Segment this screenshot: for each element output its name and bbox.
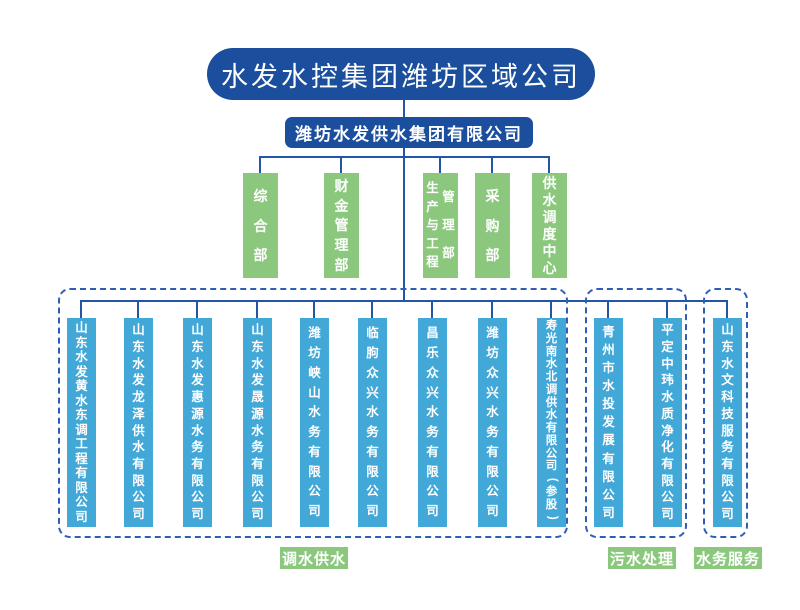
group-outline-water-supply (58, 288, 568, 538)
connector-line (666, 300, 668, 318)
company-box: 寿光南水北调供水有限公司(参股) (537, 318, 566, 527)
company-box: 山东水发惠源水务有限公司 (183, 318, 212, 527)
department-box-column: 管理部 (442, 190, 455, 261)
company-box: 临朐众兴水务有限公司 (358, 318, 387, 527)
connector-line (403, 148, 405, 301)
category-label-sewage-treatment: 污水处理 (608, 547, 677, 569)
connector-line (491, 300, 493, 318)
connector-line (491, 156, 493, 173)
company-box: 昌乐众兴水务有限公司 (418, 318, 447, 527)
department-box-finance: 财金管理部 (324, 173, 359, 278)
connector-line (403, 100, 405, 117)
connector-line (80, 300, 728, 302)
department-box-dispatch-center: 供水调度中心 (532, 173, 567, 278)
connector-line (340, 156, 342, 173)
company-box: 山东水文科技服务有限公司 (713, 318, 742, 527)
connector-line (431, 300, 433, 318)
connector-line (259, 156, 261, 173)
connector-line (550, 300, 552, 318)
connector-line (259, 156, 550, 158)
company-box: 青州市水投发展有限公司 (594, 318, 623, 527)
connector-line (607, 300, 609, 318)
company-box: 山东水发晟源水务有限公司 (243, 318, 272, 527)
category-label-water-services: 水务服务 (694, 547, 763, 569)
company-box: 潍坊众兴水务有限公司 (478, 318, 507, 527)
connector-line (371, 300, 373, 318)
category-label-water-supply: 调水供水 (280, 547, 349, 569)
connector-line (80, 300, 82, 318)
group-outline-sewage-treatment (585, 288, 687, 538)
department-box-general: 综合部 (243, 173, 278, 278)
connector-line (439, 156, 441, 173)
connector-line (548, 156, 550, 173)
connector-line (256, 300, 258, 318)
department-box-procurement: 采购部 (475, 173, 510, 278)
connector-line (313, 300, 315, 318)
connector-line (726, 300, 728, 318)
group-company-box: 潍坊水发供水集团有限公司 (285, 117, 533, 148)
company-box: 山东水发龙泽供水有限公司 (124, 318, 153, 527)
company-box: 潍坊峡山水务有限公司 (300, 318, 329, 527)
company-box: 山东水发黄水东调工程有限公司 (67, 318, 96, 527)
connector-line (137, 300, 139, 318)
group-outline-water-services (703, 288, 748, 538)
department-box-production-engineering: 生产与工程 管理部 (423, 173, 458, 278)
connector-line (196, 300, 198, 318)
root-company-box: 水发水控集团潍坊区域公司 (207, 48, 595, 100)
company-box: 平定中玮水质净化有限公司 (653, 318, 682, 527)
department-box-column: 生产与工程 (426, 181, 439, 270)
